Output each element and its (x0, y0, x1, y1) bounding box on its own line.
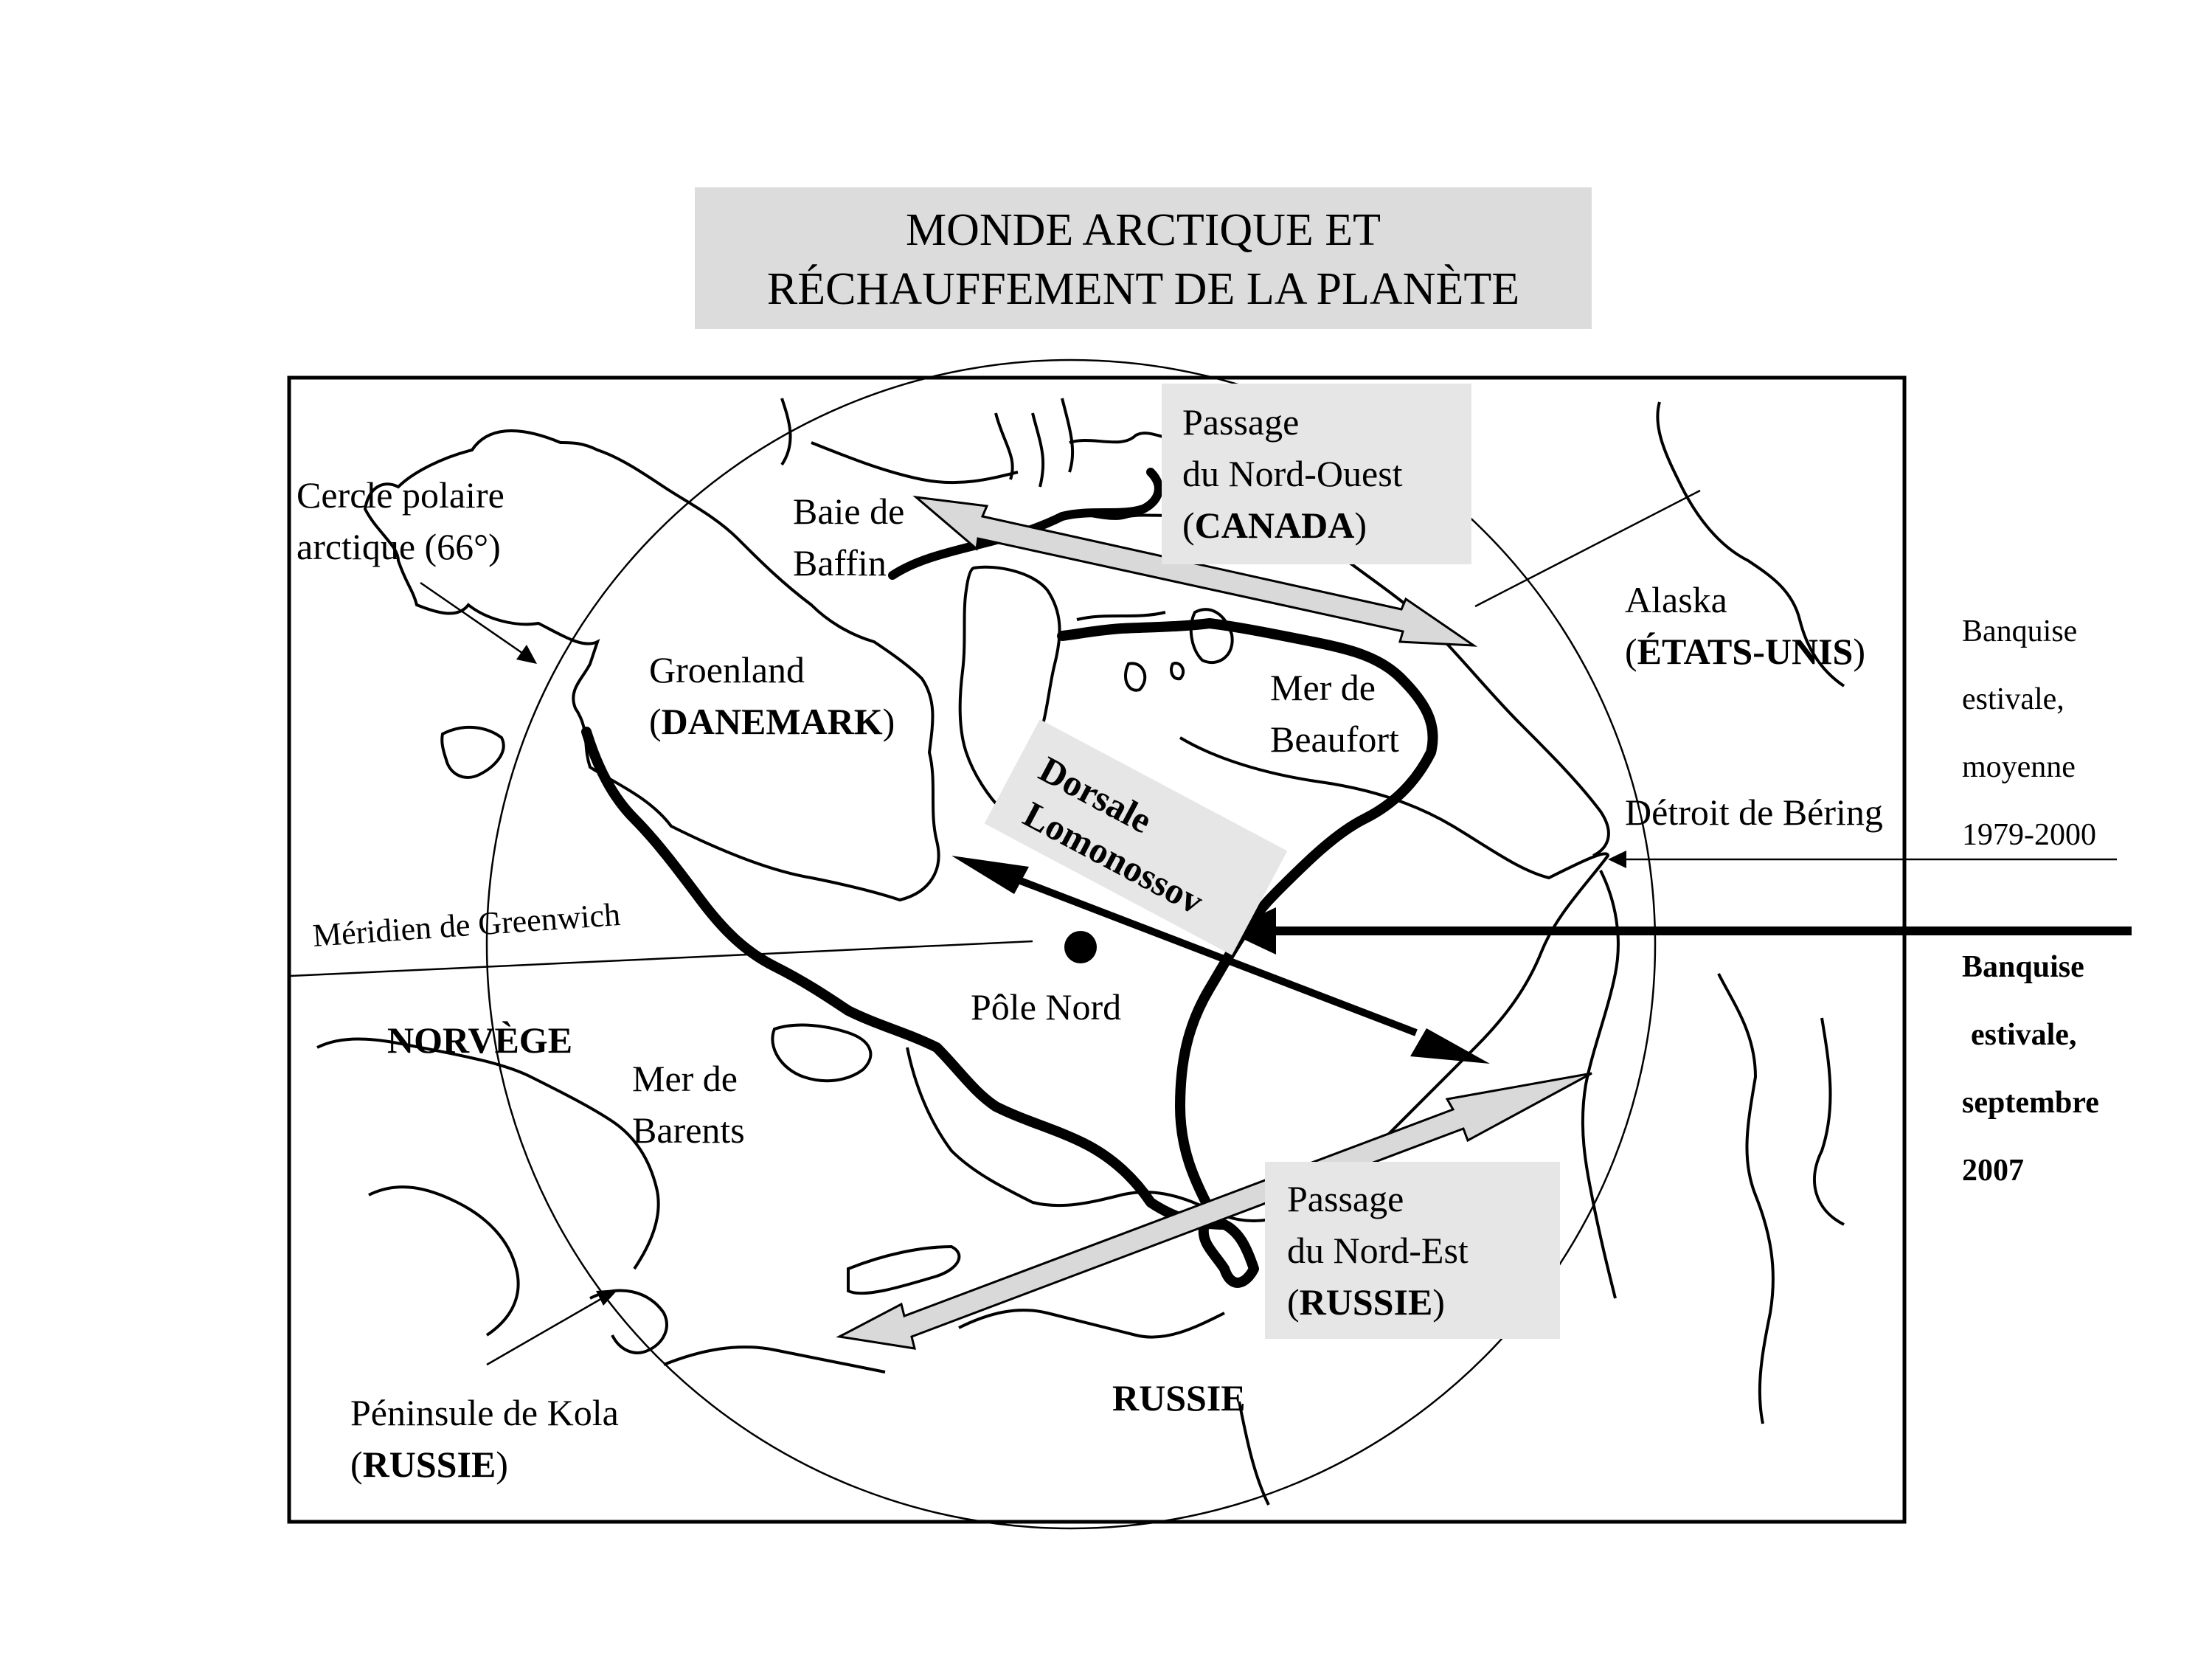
north-pole-dot (1064, 931, 1097, 963)
label-russie: RUSSIE (1112, 1377, 1246, 1419)
title-box: MONDE ARCTIQUE ET RÉCHAUFFEMENT DE LA PL… (695, 187, 1592, 329)
canada-mainland-rivers (780, 398, 1075, 488)
label-mer-beaufort: Mer de Beaufort (1270, 667, 1399, 760)
legend-arrowhead-sept-2007 (1226, 907, 1276, 955)
sea-ice-1979-2000 (906, 736, 1610, 1222)
norway-coast (316, 1037, 660, 1337)
lomonosov-ridge-arrow (1002, 870, 1418, 1036)
legend-banquise-moyenne: Banquise estivale, moyenne 1979-2000 (1962, 614, 2096, 852)
label-groenland: Groenland (DANEMARK) (649, 649, 895, 742)
arctic-circle (485, 359, 1657, 1530)
cercle-pointer-head (516, 645, 537, 664)
title-line-2: RÉCHAUFFEMENT DE LA PLANÈTE (766, 264, 1520, 314)
lomonosov-arrowhead-se (1410, 1028, 1490, 1064)
svalbard (771, 1023, 873, 1083)
novaya-zemlya (847, 1244, 961, 1295)
russia-east-coast (1581, 870, 1845, 1424)
label-kola: Péninsule de Kola (RUSSIE) (350, 1392, 619, 1485)
map-frame (287, 375, 1907, 1524)
sea-ice-sept-2007-nw (888, 468, 1163, 580)
legend-arrowhead-1979-2000 (1608, 851, 1626, 868)
label-norvege: NORVÈGE (387, 1019, 573, 1061)
label-cercle-polaire: Cercle polaire arctique (66°) (297, 474, 505, 567)
russia-north-coast (663, 1309, 1270, 1506)
lomonosov-arrowhead-nw (951, 856, 1029, 894)
kola-pointer-line (486, 1293, 609, 1366)
label-pole-nord: Pôle Nord (971, 986, 1122, 1028)
greenland-coast (363, 429, 940, 902)
passage-nord-ouest-box (1162, 384, 1471, 564)
kola-pointer-head (596, 1289, 618, 1306)
label-passage-nord-ouest: Passage du Nord-Ouest (CANADA) (1182, 401, 1403, 546)
label-baie-baffin: Baie de Baffin (793, 491, 905, 583)
northeast-passage-arrow (836, 1072, 1592, 1350)
northwest-passage-arrow (912, 495, 1478, 647)
kola-peninsula (589, 1289, 668, 1354)
legend-banquise-2007: Banquise estivale, septembre 2007 (1962, 950, 2099, 1188)
label-detroit-bering: Détroit de Béring (1625, 792, 1883, 833)
sea-ice-sept-2007 (581, 618, 1438, 1288)
iceland (440, 725, 505, 779)
title-line-1: MONDE ARCTIQUE ET (905, 205, 1381, 255)
cercle-pointer-line (420, 581, 528, 658)
label-passage-nord-est: Passage du Nord-Est (RUSSIE) (1287, 1178, 1469, 1323)
label-alaska: Alaska (ÉTATS-UNIS) (1625, 579, 1865, 672)
label-mer-barents: Mer de Barents (632, 1058, 745, 1151)
greenwich-meridian-line (290, 940, 1033, 977)
alaska-coast (1326, 401, 1845, 857)
passage-nord-est-box (1265, 1162, 1560, 1339)
alaska-pointer-line (1474, 489, 1701, 608)
